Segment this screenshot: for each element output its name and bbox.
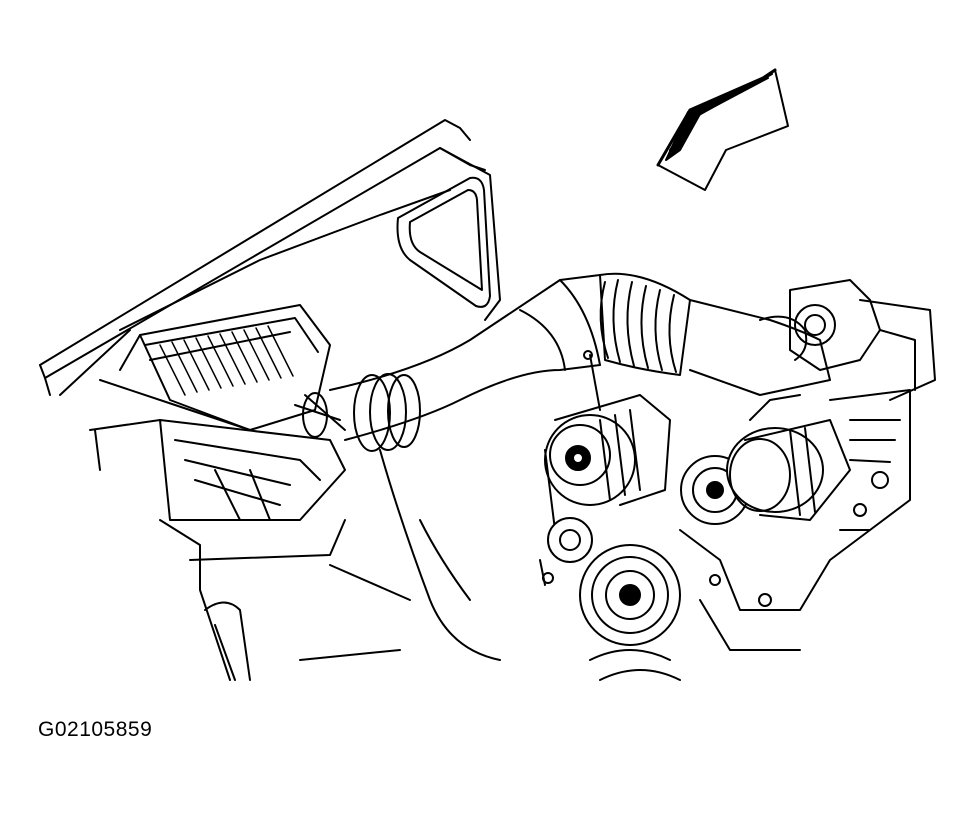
hood-fender-outline bbox=[39, 119, 501, 396]
air-cleaner-housing bbox=[89, 304, 346, 521]
intake-duct bbox=[329, 274, 601, 661]
engine-block bbox=[679, 389, 911, 651]
air-cleaner-ribs bbox=[159, 325, 294, 396]
figure-id-label: G02105859 bbox=[38, 718, 153, 741]
lower-body-lines bbox=[159, 519, 411, 681]
inner-fender-panel bbox=[396, 176, 491, 308]
intake-bellows bbox=[599, 272, 831, 396]
duct-clamp bbox=[294, 373, 421, 452]
crankshaft-pulley bbox=[579, 544, 681, 681]
tensioner-pulley bbox=[539, 517, 593, 586]
ac-compressor bbox=[726, 419, 851, 521]
throttle-body bbox=[789, 279, 936, 401]
alternator bbox=[544, 350, 671, 541]
arrow-forward-icon bbox=[656, 68, 789, 191]
